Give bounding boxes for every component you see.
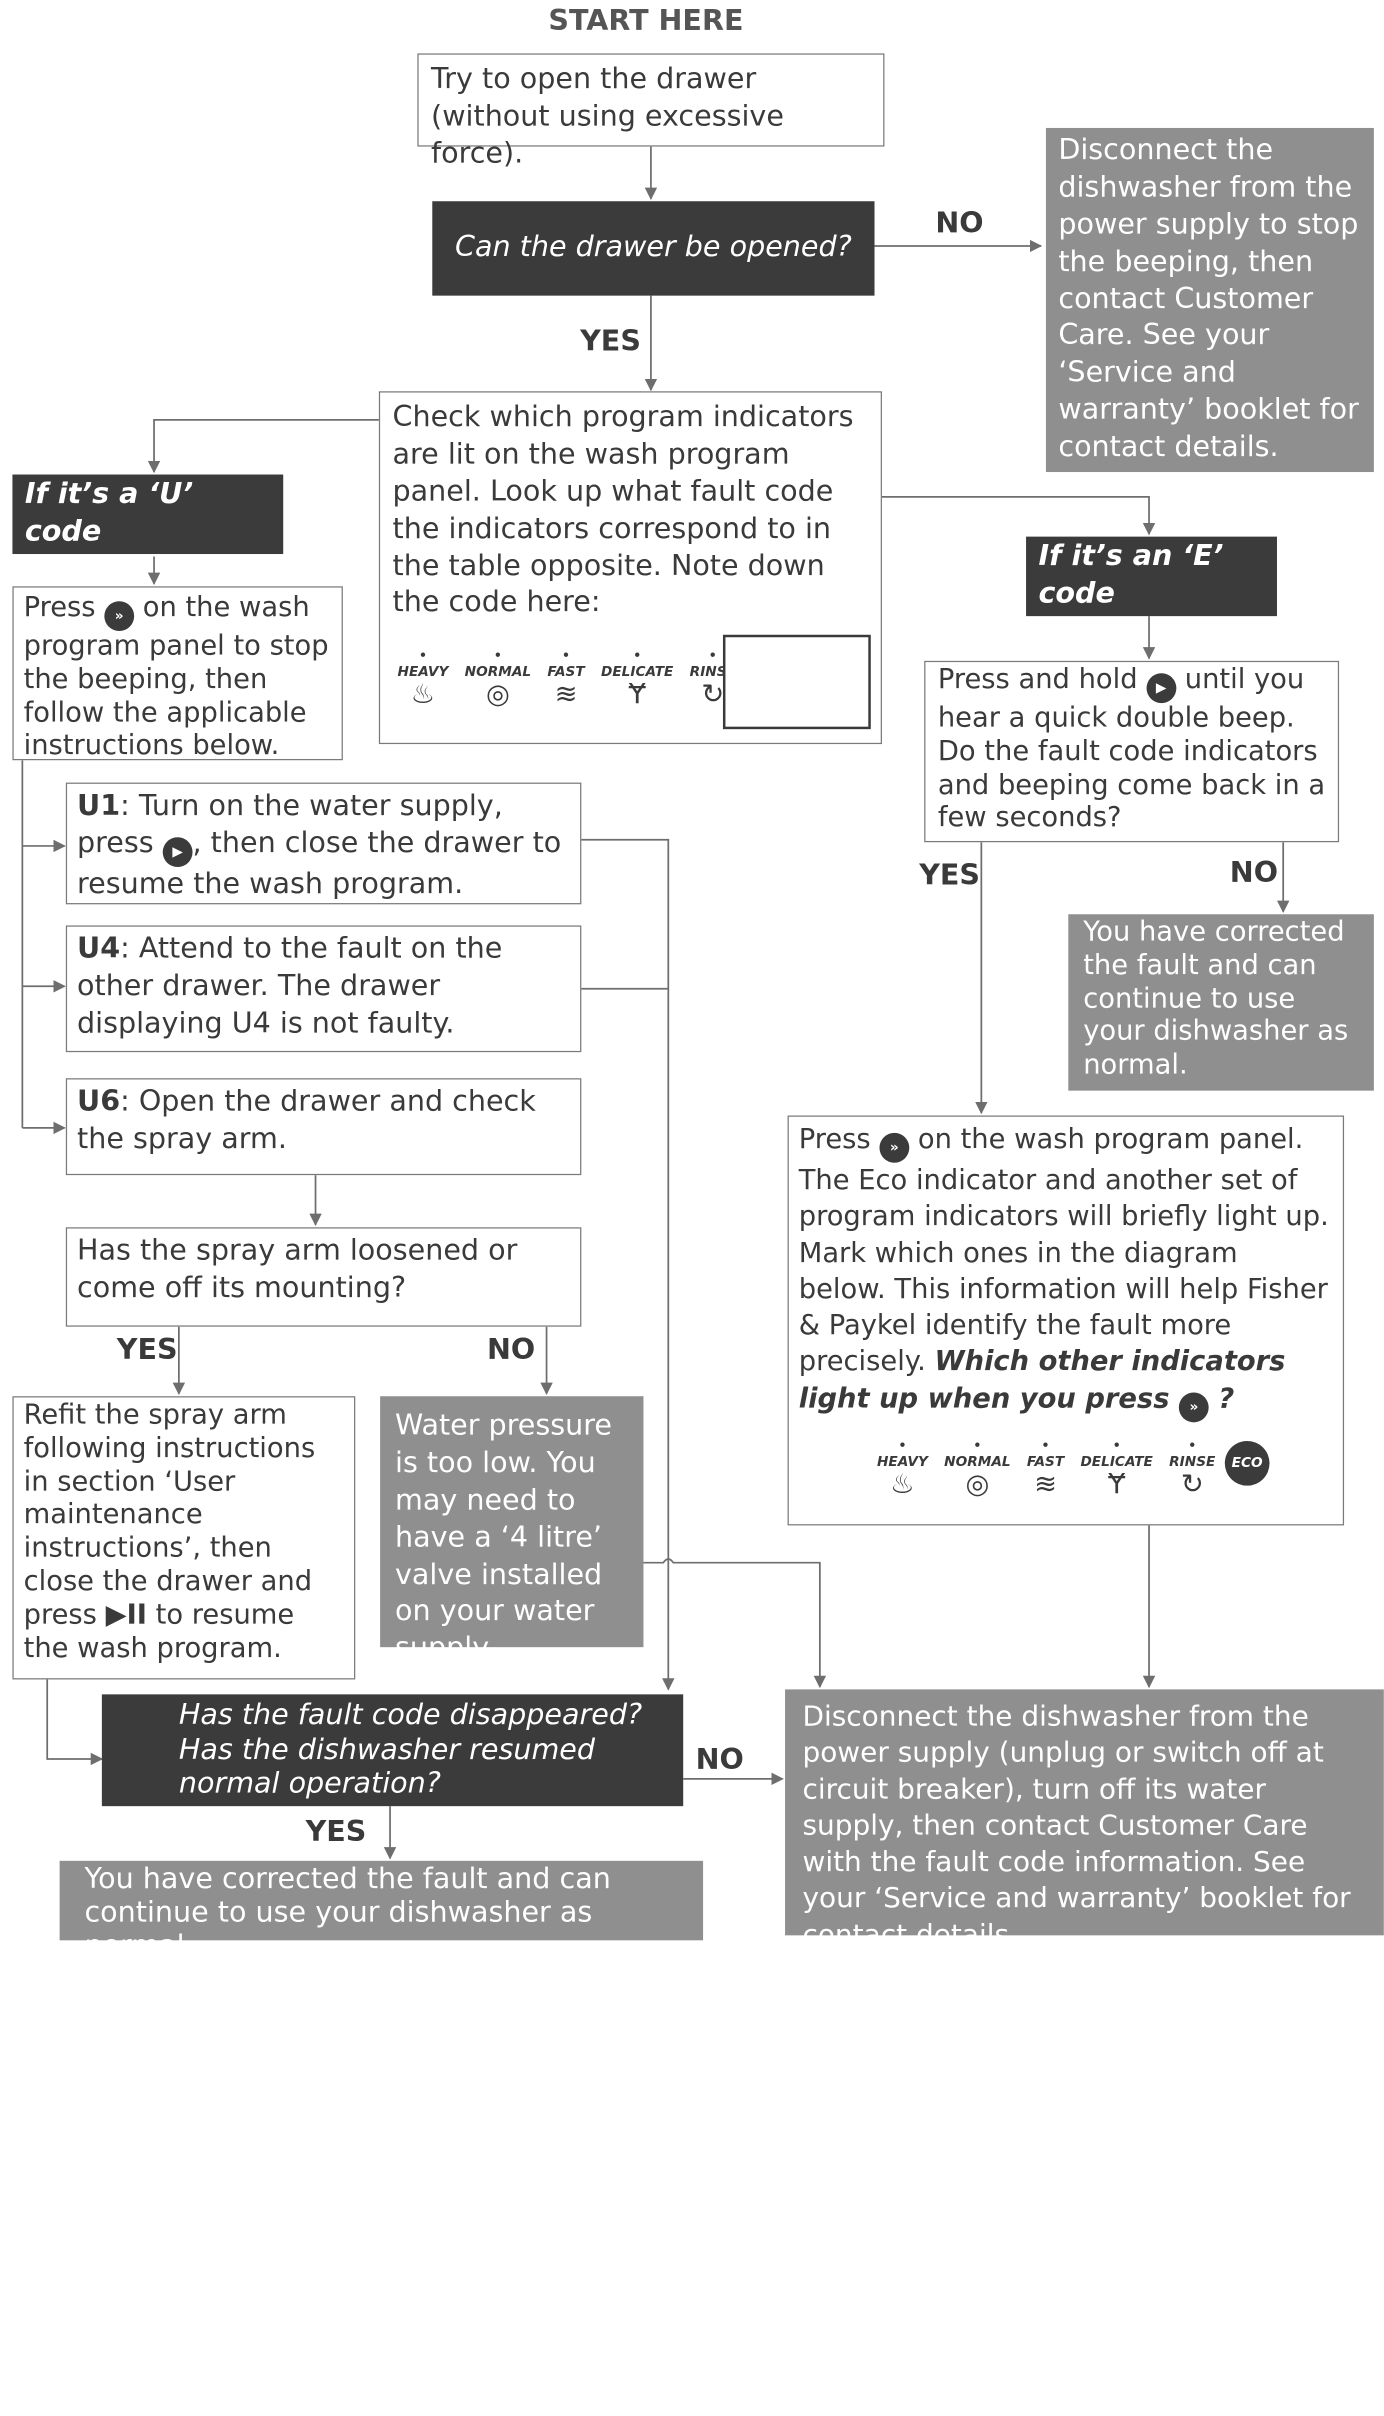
can-open-question-text: Can the drawer be opened? [455,231,852,264]
rinse-icon: ↻ [1180,1469,1204,1501]
indicator-heavy: •HEAVY♨ [397,649,449,711]
label-yes-disappeared: YES [305,1816,367,1849]
indicator-heavy: •HEAVY♨ [876,1439,928,1501]
glasses-icon: Ɏ [628,679,646,711]
label-no-drawer: NO [935,207,984,240]
u4-code: U4 [77,932,121,966]
plates-icon: ◎ [965,1469,990,1501]
arrow-refit-to-disappeared [46,1679,104,1766]
connector-lines [21,146,1290,1860]
plates-icon: ◎ [485,679,510,711]
pot-icon: ♨ [410,679,436,711]
u6-code: U6 [77,1085,121,1118]
u4-box: U4: Attend to the fault on the other dra… [65,925,582,1053]
play-pause-icon: ▶II [105,1599,147,1631]
fast-wash-icon: ≋ [1034,1469,1057,1501]
start-here-title: START HERE [548,4,744,38]
can-open-question-box: Can the drawer be opened? [432,201,875,296]
fast-forward-circle-icon: » [104,601,135,632]
disconnect-final-box: Disconnect the dishwasher from the power… [785,1689,1384,1951]
open-drawer-text: Try to open the drawer (without using ex… [431,63,784,170]
open-drawer-box: Try to open the drawer (without using ex… [417,53,885,170]
disappeared-question-box: Has the fault code disappeared? Has the … [101,1694,684,1807]
spray-loose-box: Has the spray arm loosened or come off i… [65,1227,582,1327]
arrow-check-to-u [147,418,381,474]
arrow-u-branch-to-disappeared [581,838,675,1691]
pot-icon: ♨ [890,1469,915,1501]
u1-code: U1 [77,790,121,823]
indicator-fast: •FAST≋ [547,649,585,711]
fast-wash-icon: ≋ [554,679,578,711]
label-no-disappeared: NO [695,1744,744,1777]
e-code-box: If it’s an ‘E’ code [1026,536,1277,617]
rinse-icon: ↻ [701,679,725,711]
indicator-normal: •NORMAL◎ [944,1439,1011,1501]
label-no-presshold: NO [1229,857,1278,890]
u6-box: U6: Open the drawer and check the spray … [65,1078,582,1176]
corrected-bottom-box: You have corrected the fault and can con… [59,1860,704,1963]
corrected-right-box: You have corrected the fault and can con… [1068,914,1374,1091]
u-press-box: Press » on the wash program panel to sto… [12,586,343,762]
play-circle-icon: ▶ [162,837,193,867]
label-yes-spray: YES [116,1334,178,1367]
label-yes-drawer: YES [580,325,641,358]
disconnect-beep-box: Disconnect the dishwasher from the power… [1045,127,1374,473]
fault-code-entry-box[interactable] [722,634,871,730]
check-indicators-text: Check which program indicators are lit o… [392,401,854,620]
label-yes-presshold: YES [919,859,981,892]
u-code-text: If it’s a ‘U’ code [24,478,194,548]
disconnect-beep-text: Disconnect the dishwasher from the power… [1058,134,1359,464]
label-no-spray: NO [486,1334,536,1367]
fast-forward-circle-icon: » [1179,1391,1209,1422]
u1-box: U1: Turn on the water supply, press ▶, t… [65,782,582,905]
arrow-water-to-disconnect [643,1558,827,1689]
play-circle-icon: ▶ [1146,673,1177,704]
fast-forward-circle-icon: » [879,1132,910,1163]
u-code-box: If it’s a ‘U’ code [12,474,284,555]
refit-box: Refit the spray arm following instructio… [12,1396,356,1680]
glasses-icon: Ɏ [1108,1469,1126,1501]
eco-indicator-box: Press » on the wash program panel. The E… [787,1115,1345,1526]
indicator-normal: •NORMAL◎ [464,649,532,711]
eco-indicator-icon: ECO [1224,1440,1270,1486]
e-code-text: If it’s an ‘E’ code [1038,540,1224,610]
arrow-check-to-e [881,496,1156,536]
press-hold-box: Press and hold ▶ until you hear a quick … [924,660,1340,843]
indicator-fast: •FAST≋ [1026,1439,1065,1501]
water-pressure-box: Water pressure is too low. You may need … [380,1396,644,1665]
indicator-rinse: •RINSE↻ [1169,1439,1216,1501]
